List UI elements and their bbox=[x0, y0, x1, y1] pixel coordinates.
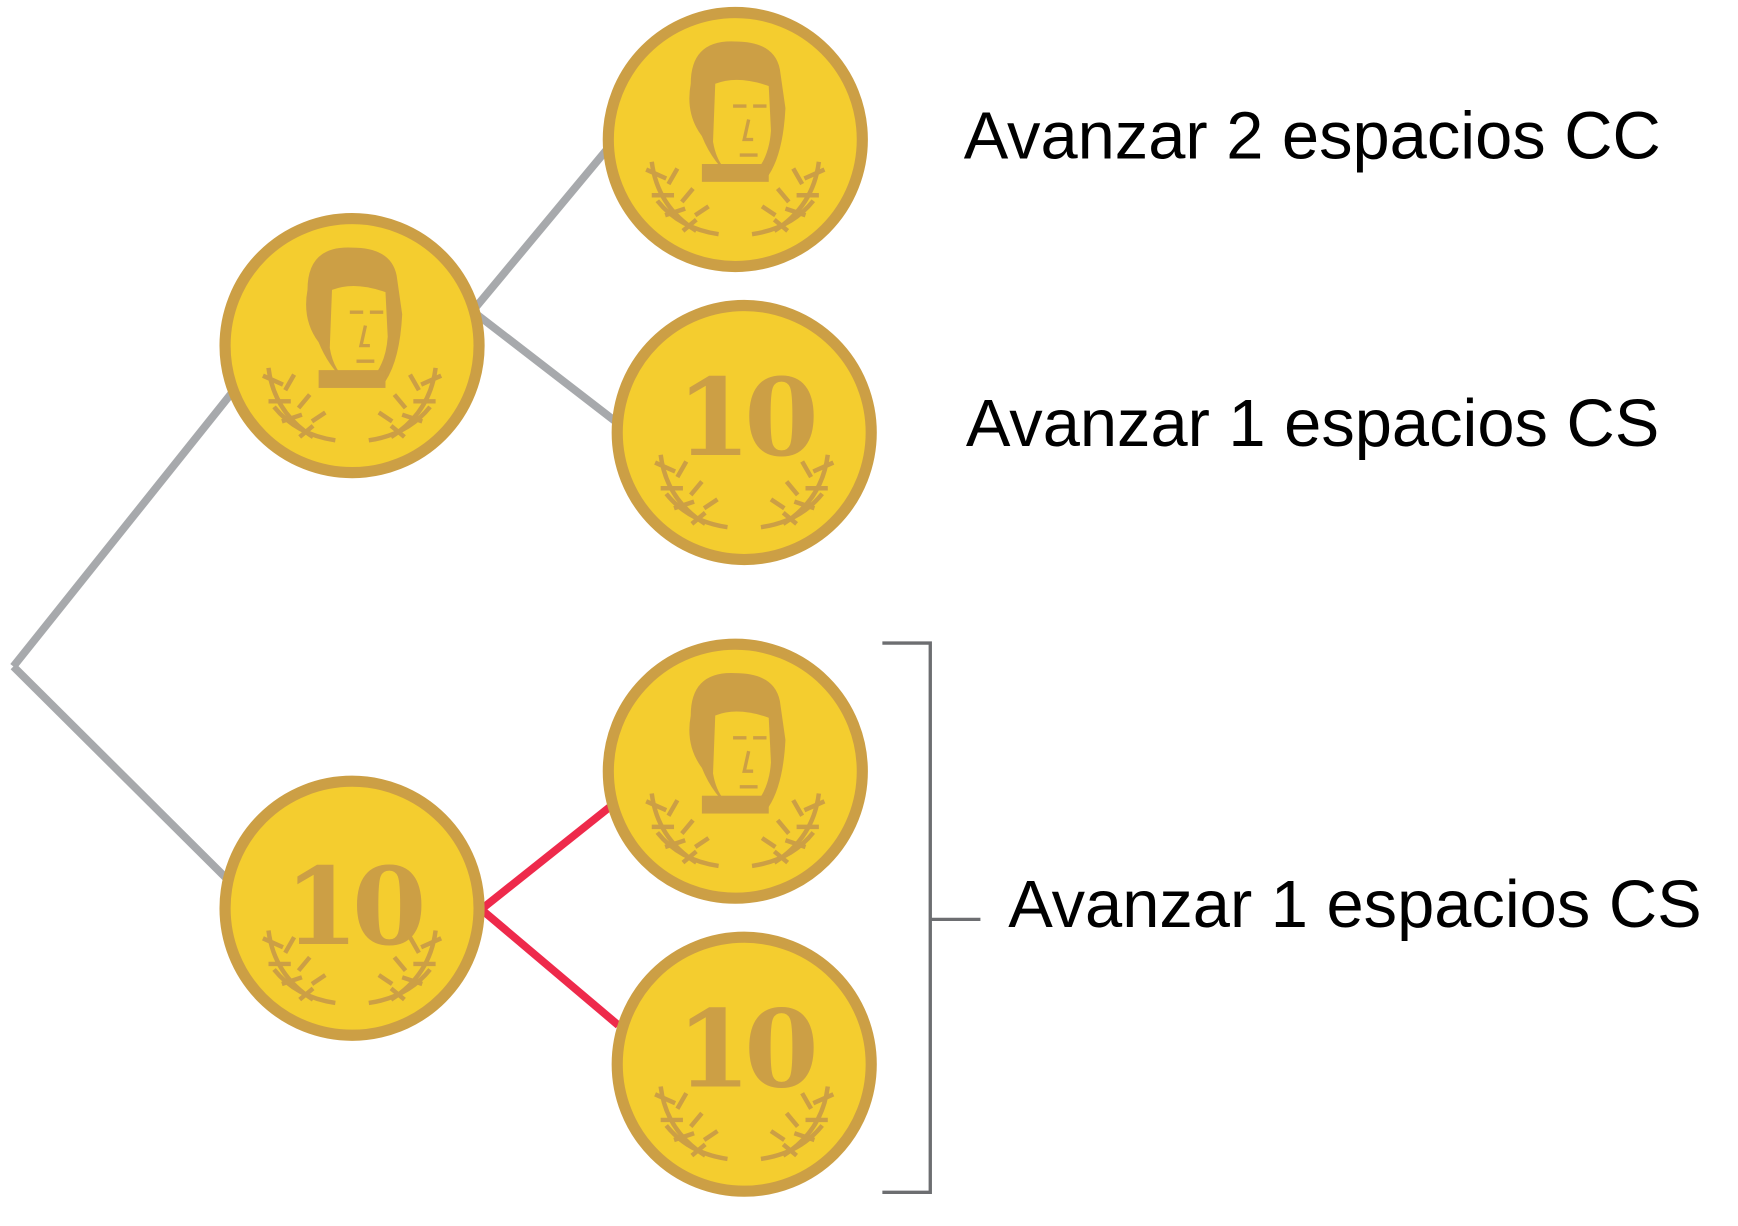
coin-value: 10 bbox=[676, 987, 814, 1112]
branch-heads-to-heads bbox=[470, 142, 614, 313]
label-cs: Avanzar 1 espacios CS bbox=[966, 386, 1659, 461]
coin-heads-first bbox=[225, 219, 479, 473]
label-sc-ss: Avanzar 1 espacios CS bbox=[1008, 867, 1701, 942]
label-cc: Avanzar 2 espacios CC bbox=[964, 98, 1661, 173]
branch-root-to-tails bbox=[10, 663, 232, 884]
branch-tails-to-heads bbox=[478, 801, 616, 913]
coin-value: 10 bbox=[676, 356, 814, 481]
coin-heads-cc bbox=[608, 12, 862, 266]
branch-tails-to-tails bbox=[478, 906, 621, 1029]
coin-tails-first: 10 bbox=[225, 781, 479, 1035]
coin-tails-cs: 10 bbox=[617, 306, 871, 560]
branch-root-to-heads bbox=[10, 387, 238, 669]
coin-heads-sc bbox=[608, 644, 862, 898]
coin-value: 10 bbox=[284, 845, 422, 970]
coin-tails-ss: 10 bbox=[617, 937, 871, 1191]
branch-heads-to-tails bbox=[474, 311, 621, 427]
bracket bbox=[882, 641, 981, 1195]
